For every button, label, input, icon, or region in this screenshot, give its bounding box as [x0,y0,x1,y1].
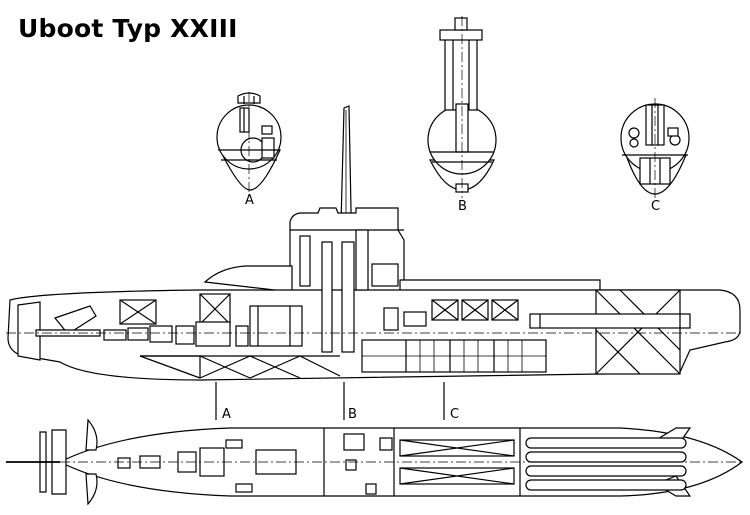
section-label-a: A [245,193,254,208]
section-label-c: C [651,199,660,214]
cut-label-a: A [222,407,231,422]
cut-label-b: B [348,407,357,422]
side-profile [6,105,744,381]
plan-view [6,418,744,506]
cross-section-b [427,16,497,198]
drawing-title: Uboot Typ XXIII [18,14,238,43]
section-cut-markers [215,382,445,420]
cross-section-c [620,98,690,200]
cross-section-a [216,92,282,196]
section-label-b: B [458,199,467,214]
cut-label-c: C [450,407,459,422]
